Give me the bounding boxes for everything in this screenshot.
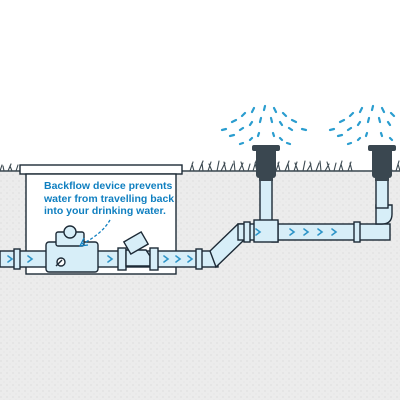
sky bbox=[0, 0, 400, 172]
riser-pipes bbox=[259, 177, 389, 227]
backflow-annotation: Backflow device prevents water from trav… bbox=[44, 180, 194, 218]
sprinkler-head-left bbox=[252, 145, 280, 181]
water-spray-left bbox=[220, 104, 308, 146]
flow-arrows bbox=[7, 228, 338, 263]
backflow-device-icon bbox=[45, 225, 99, 273]
annotation-line: Backflow device prevents bbox=[44, 180, 173, 192]
valve-box-lid bbox=[19, 164, 183, 175]
callout-arrow bbox=[79, 219, 111, 247]
inline-valve-icon bbox=[117, 230, 159, 271]
annotation-line: water from travelling back bbox=[44, 192, 175, 205]
water-spray-right bbox=[328, 104, 396, 146]
sprinkler-head-right bbox=[368, 145, 396, 181]
grass bbox=[0, 160, 400, 172]
tee-left bbox=[253, 219, 279, 243]
annotation-line: into your drinking water. bbox=[44, 205, 166, 217]
